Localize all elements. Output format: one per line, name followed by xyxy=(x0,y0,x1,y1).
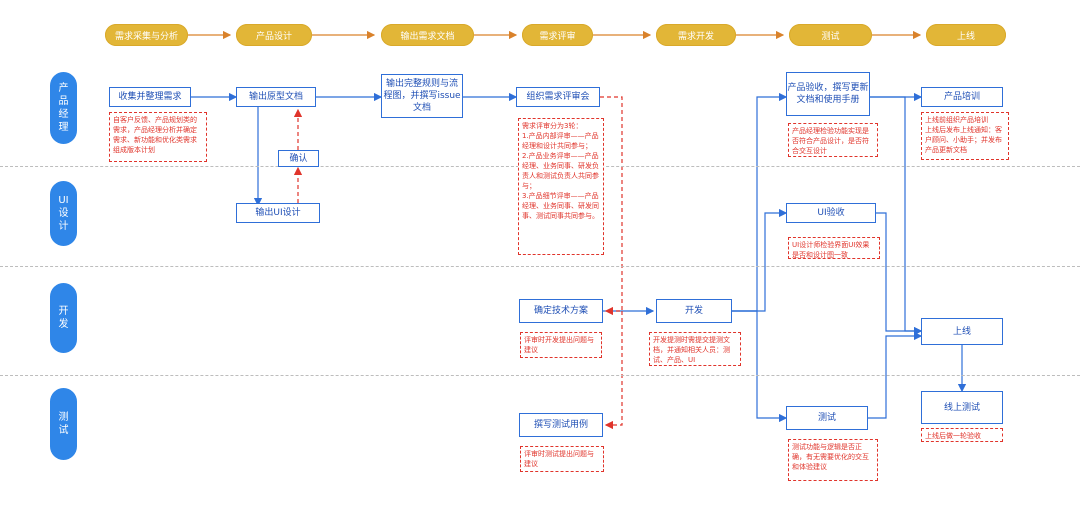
box-tech-plan: 确定技术方案 xyxy=(519,299,603,323)
stage-collect-analyze: 需求采集与分析 xyxy=(105,24,188,46)
lane-ui-design-label: UI设计 xyxy=(58,195,69,232)
stage-output-doc: 输出需求文档 xyxy=(381,24,474,46)
note-tech-plan: 评审时开发提出问题与建议 xyxy=(520,332,602,358)
note-test-cases: 评审时测试提出问题与建议 xyxy=(520,446,604,472)
lane-product-manager-label: 产品经理 xyxy=(58,83,69,133)
stage-launch: 上线 xyxy=(926,24,1006,46)
lane-testing: 测试 xyxy=(50,388,77,460)
lane-product-manager: 产品经理 xyxy=(50,72,77,144)
note-ui-acceptance: UI设计师检验界面UI效果是否和设计图一致 xyxy=(788,237,880,259)
box-pm-acceptance: 产品验收，撰写更新文档和使用手册 xyxy=(786,72,870,116)
stage-development: 需求开发 xyxy=(656,24,736,46)
lane-development: 开发 xyxy=(50,283,77,353)
feedback-connectors xyxy=(293,96,623,430)
stage-product-design: 产品设计 xyxy=(236,24,312,46)
box-product-training: 产品培训 xyxy=(921,87,1003,107)
note-pm-acceptance: 产品经理检验功能实现是否符合产品设计，是否符合交互设计 xyxy=(788,123,878,157)
lane-development-label: 开发 xyxy=(58,306,69,330)
flow-develop-ui xyxy=(732,208,788,312)
box-testing: 测试 xyxy=(786,406,868,430)
lane-ui-design: UI设计 xyxy=(50,181,77,246)
box-develop: 开发 xyxy=(656,299,732,323)
lane-testing-label: 测试 xyxy=(58,412,69,436)
feedback-review-test xyxy=(604,311,623,430)
note-online-test: 上线后做一轮验收 xyxy=(921,428,1003,442)
flow-test-launch xyxy=(868,331,923,419)
box-ui-acceptance: UI验收 xyxy=(786,203,876,223)
box-launch: 上线 xyxy=(921,318,1003,345)
stage-testing: 测试 xyxy=(789,24,872,46)
note-develop: 开发提测时需提交提测文档，并通知相关人员：测试、产品、UI xyxy=(649,332,741,366)
feedback-review-tech xyxy=(600,96,623,316)
box-review-meeting: 组织需求评审会 xyxy=(516,87,600,107)
box-confirm: 确认 xyxy=(278,150,319,167)
box-collect-requirements: 收集并整理需求 xyxy=(109,87,191,107)
note-product-training: 上线前组织产品培训 上线后发布上线通知：客户顾问、小助手；并发布产品更新文档 xyxy=(921,112,1009,160)
box-full-doc: 输出完整规则与流程图，并撰写issue文档 xyxy=(381,74,463,118)
stage-review: 需求评审 xyxy=(522,24,593,46)
note-collect-requirements: 自客户反馈、产品规划类的需求，产品经理分析并确定需求、新功能和优化类需求组成版本… xyxy=(109,112,207,162)
box-ui-design: 输出UI设计 xyxy=(236,203,320,223)
flow-develop-pm xyxy=(732,92,788,312)
box-test-cases: 撰写测试用例 xyxy=(519,413,603,437)
flow-develop-test xyxy=(732,310,788,423)
note-review-rounds: 需求评审分为3轮： 1.产品内部评审——产品经理和设计共同参与； 2.产品业务评… xyxy=(518,118,604,255)
lane-separator-3 xyxy=(0,375,1080,376)
lane-separator-2 xyxy=(0,266,1080,267)
box-online-test: 线上测试 xyxy=(921,391,1003,424)
box-prototype-doc: 输出原型文档 xyxy=(236,87,316,107)
flow-ui-launch xyxy=(876,212,923,336)
note-testing: 测试功能与逻辑是否正确，有无需要优化的交互和体验建议 xyxy=(788,439,878,481)
